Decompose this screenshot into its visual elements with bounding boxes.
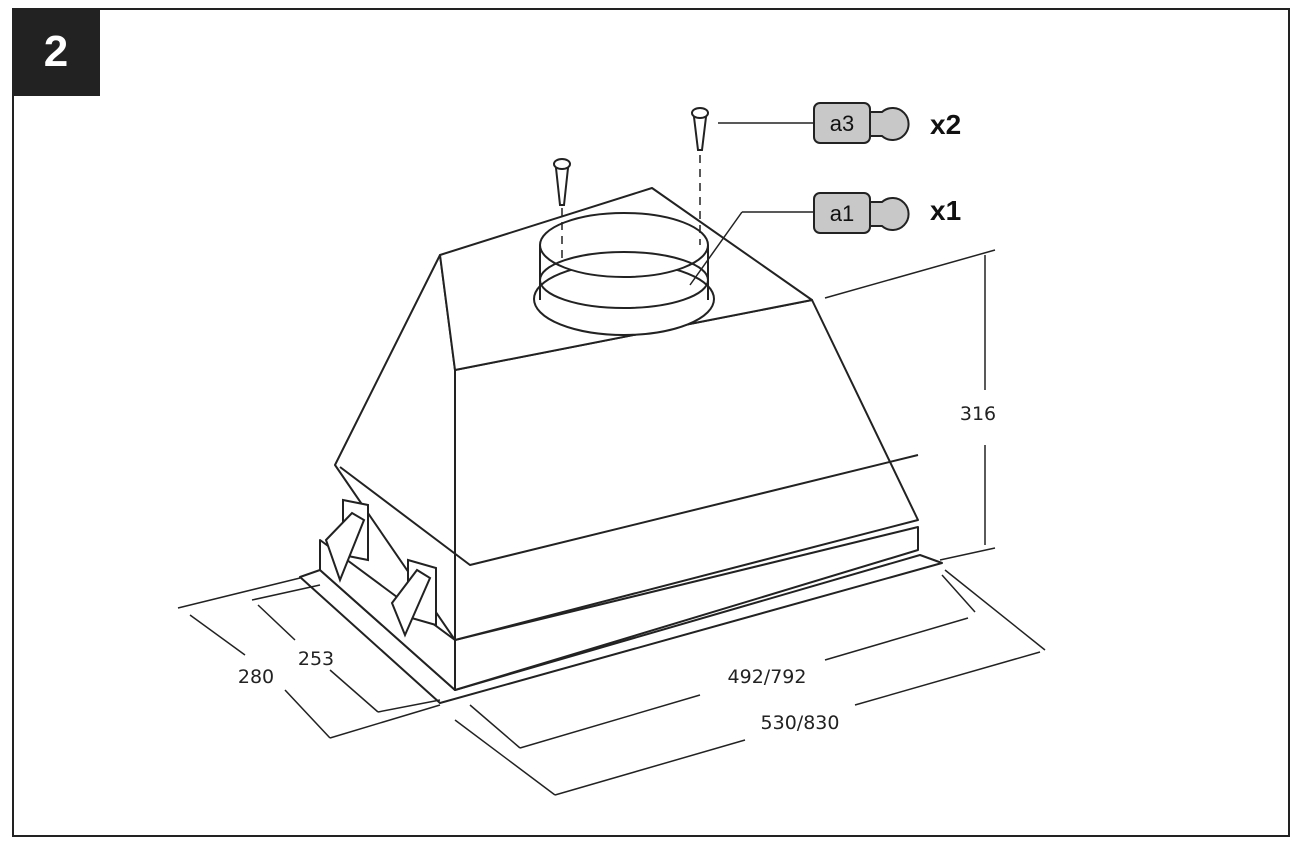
screw-2 bbox=[692, 116, 708, 151]
step-number-badge: 2 bbox=[12, 8, 100, 96]
screws bbox=[553, 107, 709, 206]
part-tag-a1: a1 x1 bbox=[813, 192, 961, 234]
part-id: a3 bbox=[830, 111, 854, 136]
side-edge bbox=[339, 454, 919, 566]
diagram-frame bbox=[12, 8, 1290, 837]
dim-width-inner: 492/792 bbox=[728, 666, 807, 688]
clip-left-lever bbox=[324, 511, 366, 583]
wrench-icon bbox=[869, 197, 910, 231]
part-quantity: x1 bbox=[930, 195, 961, 226]
screw-guides bbox=[561, 155, 701, 260]
clip-right-lever bbox=[390, 568, 432, 638]
leader-lines bbox=[689, 122, 814, 286]
hood-body bbox=[299, 187, 943, 704]
screw-1 bbox=[554, 167, 570, 206]
dim-height: 316 bbox=[960, 403, 996, 425]
part-id: a1 bbox=[830, 201, 854, 226]
step-number: 2 bbox=[43, 27, 69, 76]
part-tag-a3: a3 x2 bbox=[813, 102, 961, 144]
collar-ring bbox=[533, 212, 715, 336]
mounting-clips bbox=[324, 498, 437, 638]
dim-width-outer: 530/830 bbox=[761, 712, 840, 734]
dim-depth-inner: 253 bbox=[298, 648, 334, 670]
wrench-icon bbox=[869, 107, 910, 141]
dim-depth-outer: 280 bbox=[238, 666, 274, 688]
dimension-lines bbox=[177, 249, 1046, 796]
part-quantity: x2 bbox=[930, 109, 961, 140]
dimension-labels: 316 280 253 492/792 530/830 bbox=[238, 403, 996, 734]
